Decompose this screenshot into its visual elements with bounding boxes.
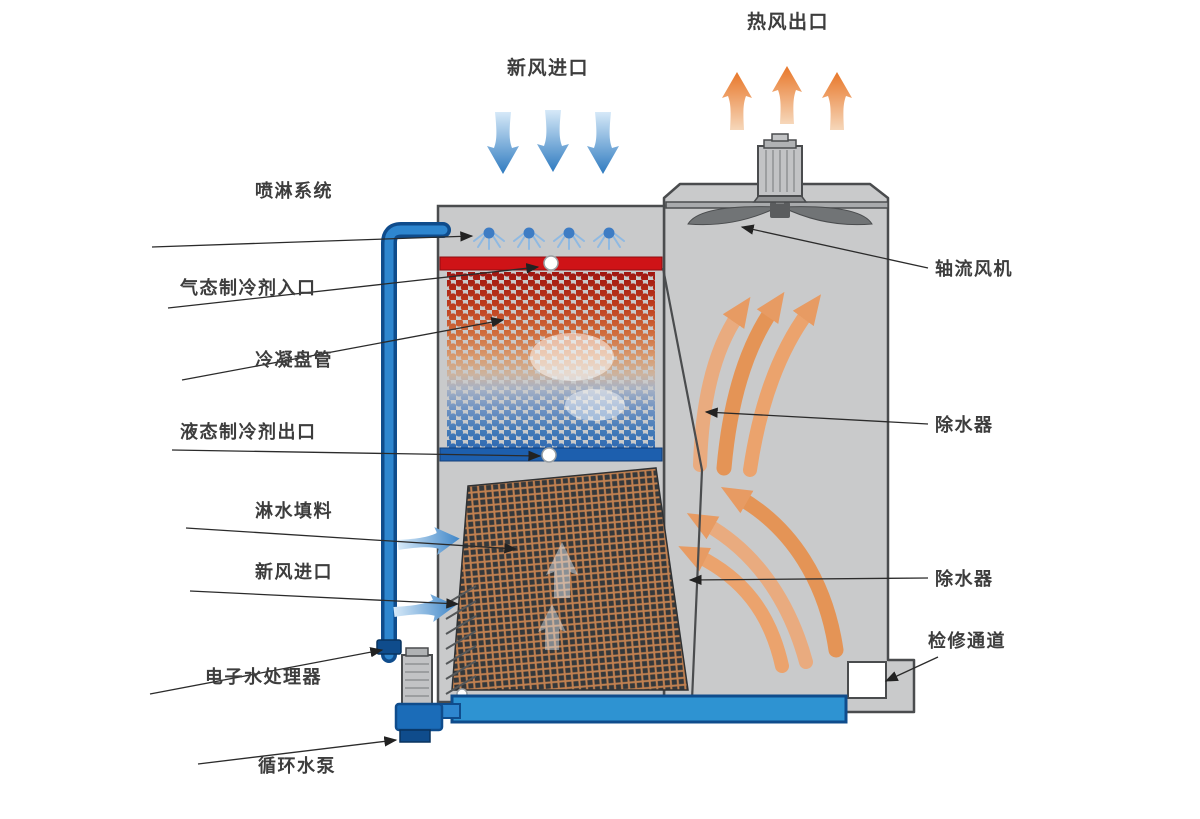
riser-pipe-outer bbox=[381, 222, 451, 663]
leader-lines bbox=[149, 224, 939, 765]
hot-air-arrows-top bbox=[722, 66, 852, 130]
hot-air-flow-upper bbox=[693, 291, 822, 477]
spray-water-piping bbox=[376, 222, 451, 663]
liquid-outlet-port bbox=[541, 447, 557, 463]
leader-condenser-coil bbox=[181, 317, 505, 381]
fill-air-arrow-2 bbox=[538, 604, 566, 650]
leader-pump bbox=[197, 736, 398, 765]
leader-eliminator-upper bbox=[704, 407, 929, 425]
label-condenser-coil: 冷凝盘管 bbox=[255, 349, 333, 371]
coil-vapour-highlight-2 bbox=[565, 389, 625, 421]
fresh-air-arrows-top bbox=[487, 110, 619, 174]
label-axial-fan: 轴流风机 bbox=[935, 258, 1013, 280]
leader-eliminator-lower bbox=[688, 574, 929, 586]
label-drift-eliminator-lower: 除水器 bbox=[935, 568, 994, 590]
pump-motor-cap bbox=[405, 647, 429, 657]
label-water-fill: 淋水填料 bbox=[255, 500, 333, 522]
riser-pipe-inner bbox=[384, 225, 448, 660]
label-service-access: 检修通道 bbox=[928, 630, 1006, 652]
label-gas-refrigerant-inlet: 气态制冷剂入口 bbox=[179, 277, 317, 299]
label-fresh-air-inlet-side: 新风进口 bbox=[255, 561, 333, 583]
fresh-air-arrow bbox=[587, 112, 619, 174]
motor-ribs bbox=[765, 150, 795, 192]
service-access-opening bbox=[847, 661, 887, 699]
leader-spray-system bbox=[151, 231, 474, 248]
coil-vapour-highlight bbox=[530, 333, 614, 381]
water-basin bbox=[450, 694, 848, 724]
leader-gas-inlet bbox=[167, 263, 540, 309]
fresh-air-arrow bbox=[537, 110, 569, 172]
circulating-pump bbox=[394, 647, 461, 743]
water-treater-fitting bbox=[376, 639, 402, 655]
hot-air-arrow bbox=[722, 72, 752, 130]
pump-motor-ribs bbox=[405, 663, 429, 697]
coil-chamber bbox=[436, 204, 689, 704]
label-spray-system: 喷淋系统 bbox=[255, 180, 333, 202]
pump-foot bbox=[399, 729, 431, 743]
pump-housing bbox=[394, 702, 444, 732]
label-circulating-pump: 循环水泵 bbox=[258, 755, 336, 777]
leader-axial-fan bbox=[740, 224, 929, 269]
label-fresh-air-inlet-top: 新风进口 bbox=[507, 56, 589, 79]
label-hot-air-outlet: 热风出口 bbox=[747, 10, 829, 33]
leader-service-access bbox=[884, 656, 939, 682]
motor-top-knob bbox=[771, 133, 789, 142]
drift-eliminator-partition bbox=[661, 267, 704, 701]
fresh-air-arrow bbox=[487, 112, 519, 174]
label-liquid-refrigerant-outlet: 液态制冷剂出口 bbox=[180, 421, 317, 443]
hot-air-flow-lower bbox=[678, 486, 844, 673]
label-drift-eliminator-upper: 除水器 bbox=[935, 414, 994, 436]
fill-air-arrow-1 bbox=[546, 542, 578, 598]
fan-hub bbox=[770, 202, 790, 218]
hot-air-arrow bbox=[772, 66, 802, 124]
axial-fan-assembly bbox=[665, 133, 889, 226]
gas-inlet-port bbox=[543, 255, 559, 271]
leader-liquid-outlet bbox=[171, 449, 542, 462]
leader-water-fill bbox=[185, 527, 518, 554]
leader-water-treater bbox=[149, 647, 384, 695]
hot-air-arrow bbox=[822, 72, 852, 130]
leader-air-inlet-side bbox=[189, 590, 460, 609]
label-electronic-water-treater: 电子水处理器 bbox=[205, 666, 322, 688]
